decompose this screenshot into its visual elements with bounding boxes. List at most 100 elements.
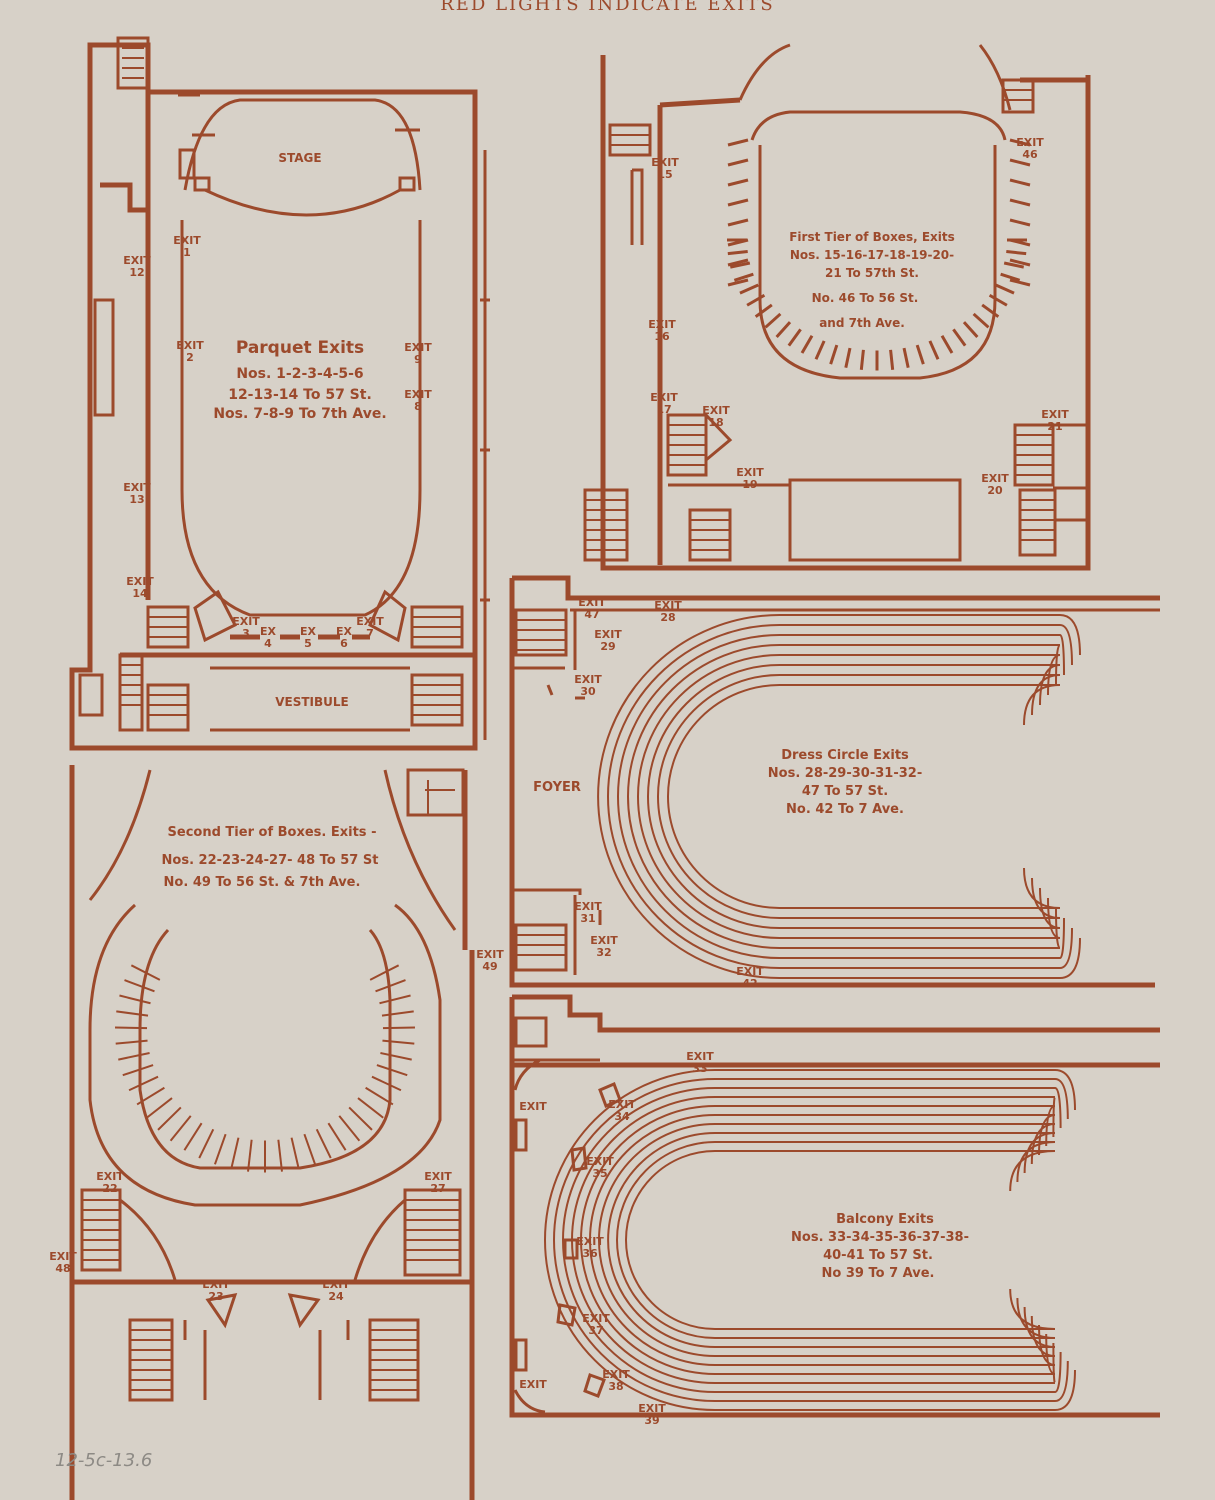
ring-end [1059, 634, 1065, 676]
first-tier-line1: Nos. 15-16-17-18-19-20- [790, 248, 954, 262]
box-tick [290, 1137, 300, 1170]
exit-number: 38 [608, 1380, 623, 1393]
tier-ring [647, 664, 1060, 929]
box-tick [1000, 272, 1021, 282]
tier-ring [617, 634, 1060, 959]
exit-label: EXIT [1041, 408, 1069, 421]
exit-label: EXIT [123, 481, 151, 494]
box-tick [213, 1133, 227, 1165]
exit-number: 31 [580, 912, 595, 925]
exit-label: EXIT [602, 1368, 630, 1381]
exit-number: 42 [742, 977, 757, 990]
exit-number: 3 [242, 627, 250, 640]
dress-circle-line3: No. 42 To 7 Ave. [786, 802, 904, 817]
box-tick [844, 347, 852, 368]
box-tick [376, 1064, 408, 1077]
exit-number: 46 [1022, 148, 1038, 161]
exit-label: EXIT [126, 575, 154, 588]
exit-number: 39 [644, 1414, 659, 1427]
parquet-line3: Nos. 7-8-9 To 7th Ave. [213, 406, 386, 422]
exit-number: 22 [102, 1182, 117, 1195]
first-tier-title: First Tier of Boxes, Exits [789, 230, 955, 244]
exit-label: EXIT [638, 1402, 666, 1415]
box-tick [124, 979, 155, 993]
box-tick [940, 334, 954, 354]
exit-number: 48 [55, 1262, 70, 1275]
tier-ring [627, 644, 1060, 949]
box-tick [380, 1051, 412, 1061]
parquet-plan: STAGE VESTIBULE Parquet Exits Nos. 1-2-3… [69, 36, 490, 751]
box-tick [928, 340, 940, 360]
foyer-label: FOYER [533, 780, 581, 795]
exit-label: EXIT [654, 599, 682, 612]
exit-label: EXIT [176, 339, 204, 352]
ring-end [1059, 624, 1073, 666]
tier-ring [562, 1087, 1055, 1393]
box-tick [800, 334, 814, 354]
box-tick [303, 1133, 317, 1165]
exit-marker-unnumbered: EXIT [519, 1100, 547, 1113]
balcony-line3: No 39 To 7 Ave. [822, 1266, 935, 1281]
box-tick [379, 994, 411, 1005]
box-tick [375, 979, 406, 993]
ring-end [1059, 917, 1065, 959]
balcony-line1: Nos. 33-34-35-36-37-38- [791, 1230, 969, 1245]
box-tick [136, 1086, 165, 1106]
ring-end [1023, 867, 1061, 909]
exit-label: EXIT [574, 900, 602, 913]
ring-end [1054, 1351, 1062, 1393]
tier-ring [616, 1141, 1055, 1339]
box-tick [889, 349, 895, 370]
exit-number: 21 [1047, 420, 1062, 433]
ring-end [1059, 937, 1081, 979]
exit-label: EXIT [590, 934, 618, 947]
exit-number: 30 [580, 685, 596, 698]
ring-end [1052, 1096, 1056, 1138]
page-header: RED LIGHTS INDICATE EXITS [440, 0, 775, 15]
ring-end [1052, 1342, 1056, 1384]
balcony-plan: Balcony Exits Nos. 33-34-35-36-37-38- 40… [509, 994, 1160, 1427]
box-tick [727, 238, 749, 247]
exit-number: 29 [600, 640, 615, 653]
exit-label: EXIT [404, 388, 432, 401]
box-tick [1009, 138, 1031, 147]
exit-number: 33 [692, 1062, 707, 1075]
exit-label: EXIT [404, 341, 432, 354]
tier-ring [597, 614, 1060, 979]
box-tick [119, 994, 151, 1005]
box-tick [764, 312, 782, 329]
box-tick [369, 964, 400, 981]
exit-number: 2 [186, 351, 194, 364]
exit-label: EXIT [574, 673, 602, 686]
box-tick [952, 328, 967, 347]
ring-end [1023, 684, 1061, 726]
exit-label: EXIT [96, 1170, 124, 1183]
tier-ring [553, 1078, 1055, 1402]
box-tick [128, 1075, 159, 1092]
exit-label: EXIT [608, 1098, 636, 1111]
box-tick [1009, 238, 1031, 247]
exit-number: 5 [304, 637, 312, 650]
box-tick [315, 1128, 332, 1159]
tier-ring [544, 1069, 1055, 1411]
tier-ring [607, 1132, 1055, 1348]
box-tick [357, 1097, 384, 1119]
exit-number: 9 [414, 353, 422, 366]
exit-label: EXIT [736, 466, 764, 479]
box-tick [727, 138, 749, 147]
exit-label: EXIT [519, 1378, 547, 1391]
exit-label: EXIT [594, 628, 622, 641]
